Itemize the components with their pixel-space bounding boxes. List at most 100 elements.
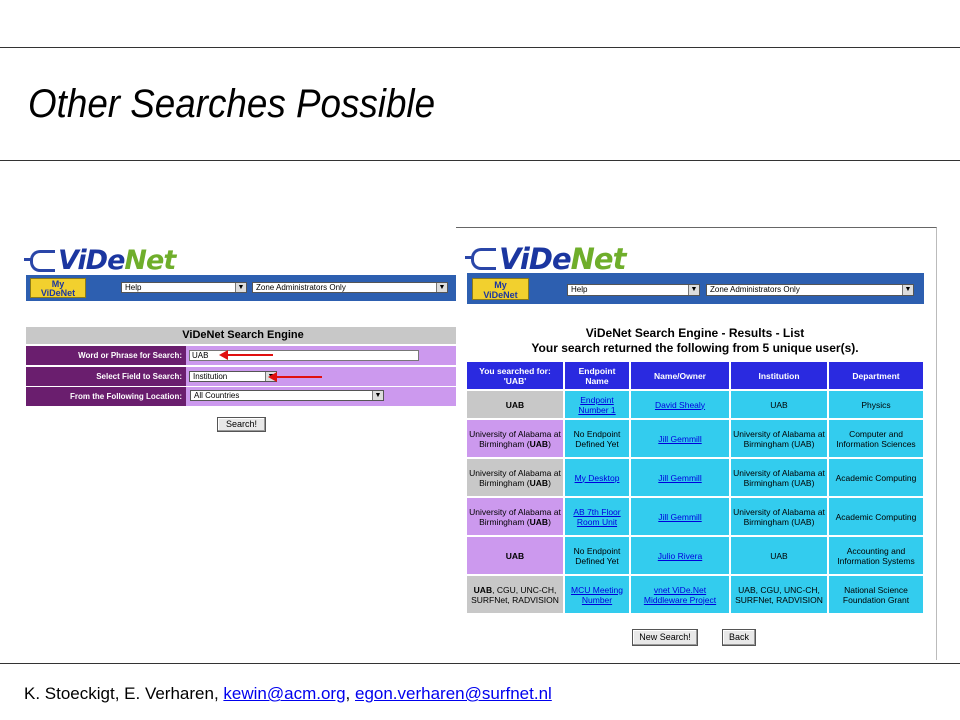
- cell-searched-for: University of Alabama at Birmingham (UAB…: [467, 459, 563, 496]
- zone-select[interactable]: Zone Administrators Only ▼: [706, 284, 914, 296]
- help-select[interactable]: Help ▼: [121, 282, 247, 293]
- email-link-egon[interactable]: egon.verharen@surfnet.nl: [354, 684, 552, 703]
- cell-owner: David Shealy: [631, 391, 729, 418]
- footer-rule: [0, 663, 960, 664]
- help-select-value: Help: [125, 283, 142, 292]
- new-search-button[interactable]: New Search!: [632, 629, 698, 646]
- table-row: University of Alabama at Birmingham (UAB…: [467, 498, 923, 535]
- owner-link[interactable]: Jill Gemmill: [658, 433, 702, 444]
- cell-endpoint: AB 7th Floor Room Unit: [565, 498, 629, 535]
- footer-authors: K. Stoeckigt, E. Verharen,: [24, 684, 224, 703]
- owner-link[interactable]: vnet ViDe.Net Middleware Project: [643, 584, 717, 605]
- field-select-cell: Institution▼: [186, 367, 460, 386]
- searched-text: University of Alabama at Birmingham (: [469, 467, 561, 488]
- searched-text: ): [548, 477, 551, 488]
- email-link-kewin[interactable]: kewin@acm.org: [223, 684, 346, 703]
- searched-match: UAB: [473, 584, 493, 595]
- cell-institution: UAB: [731, 391, 827, 418]
- footer-separator: ,: [345, 684, 355, 703]
- cell-endpoint: No Endpoint Defined Yet: [565, 537, 629, 574]
- column-header-owner: Name/Owner: [631, 362, 729, 389]
- zone-select-value: Zone Administrators Only: [710, 285, 800, 294]
- searched-match: UAB: [529, 516, 549, 527]
- my-videnet-label-2: ViDeNet: [483, 290, 518, 300]
- searched-match: UAB: [505, 550, 525, 561]
- endpoint-link[interactable]: My Desktop: [574, 472, 620, 483]
- cell-institution: University of Alabama at Birmingham (UAB…: [731, 498, 827, 535]
- cell-owner: Jill Gemmill: [631, 420, 729, 457]
- searched-text: ): [548, 438, 551, 449]
- cell-endpoint: Endpoint Number 1: [565, 391, 629, 418]
- endpoint-link[interactable]: AB 7th Floor Room Unit: [573, 506, 621, 527]
- owner-link[interactable]: Julio Rivera: [657, 550, 703, 561]
- searched-text: ): [548, 516, 551, 527]
- endpoint-link[interactable]: MCU Meeting Number: [571, 584, 623, 605]
- form-row-phrase: Word or Phrase for Search: UAB: [26, 346, 460, 365]
- cell-department: Academic Computing: [829, 459, 923, 496]
- phrase-field-cell: UAB: [186, 346, 460, 365]
- videnet-logo: ViDeNet: [24, 245, 176, 276]
- form-row-location: From the Following Location: All Countri…: [26, 387, 460, 406]
- cell-institution: University of Alabama at Birmingham (UAB…: [731, 420, 827, 457]
- results-table: You searched for: 'UAB' Endpoint Name Na…: [465, 360, 925, 615]
- logo-text-net: Net: [570, 242, 627, 276]
- cell-searched-for: UAB: [467, 537, 563, 574]
- searched-text: University of Alabama at Birmingham (: [469, 428, 561, 449]
- cell-searched-for: UAB, CGU, UNC-CH, SURFNet, RADVISION: [467, 576, 563, 613]
- help-select[interactable]: Help▼: [567, 284, 700, 296]
- red-arrow-icon: [268, 372, 322, 382]
- title-rule: [0, 160, 960, 161]
- field-select[interactable]: Institution▼: [189, 371, 277, 382]
- plug-icon: [465, 248, 496, 270]
- endpoint-text: No Endpoint Defined Yet: [573, 428, 621, 449]
- owner-link[interactable]: David Shealy: [654, 399, 706, 410]
- table-row: UAB, CGU, UNC-CH, SURFNet, RADVISION MCU …: [467, 576, 923, 613]
- phrase-input[interactable]: UAB: [189, 350, 419, 361]
- field-label: Select Field to Search:: [26, 367, 186, 386]
- table-row: UAB No Endpoint Defined Yet Julio Rivera UA…: [467, 537, 923, 574]
- red-arrow-icon: [219, 350, 273, 360]
- chevron-down-icon: ▼: [902, 285, 913, 295]
- my-videnet-label-2: ViDeNet: [40, 288, 76, 298]
- videnet-logo: ViDeNet: [465, 242, 627, 276]
- table-row: University of Alabama at Birmingham (UAB…: [467, 459, 923, 496]
- endpoint-link[interactable]: Endpoint Number 1: [578, 394, 616, 415]
- results-summary: Your search returned the following from …: [531, 341, 859, 355]
- top-rule: [0, 47, 960, 48]
- table-row: University of Alabama at Birmingham (UAB…: [467, 420, 923, 457]
- column-header-department: Department: [829, 362, 923, 389]
- chevron-down-icon: ▼: [436, 283, 447, 292]
- cell-endpoint: MCU Meeting Number: [565, 576, 629, 613]
- logo-text-net: Net: [124, 245, 176, 276]
- my-videnet-button[interactable]: My ViDeNet: [30, 278, 86, 298]
- field-select-value: Institution: [193, 372, 228, 381]
- owner-link[interactable]: Jill Gemmill: [658, 511, 702, 522]
- chevron-down-icon: ▼: [235, 283, 246, 292]
- cell-department: Academic Computing: [829, 498, 923, 535]
- slide-title: Other Searches Possible: [28, 82, 436, 126]
- footer: K. Stoeckigt, E. Verharen, kewin@acm.org…: [24, 684, 552, 704]
- cell-institution: UAB, CGU, UNC-CH, SURFNet, RADVISION: [731, 576, 827, 613]
- cell-endpoint: No Endpoint Defined Yet: [565, 420, 629, 457]
- logo-text-vide: ViDe: [58, 245, 125, 276]
- cell-searched-for: UAB: [467, 391, 563, 418]
- phrase-label: Word or Phrase for Search:: [26, 346, 186, 365]
- cell-institution: UAB: [731, 537, 827, 574]
- my-videnet-button[interactable]: My ViDeNet: [472, 278, 529, 300]
- cell-owner: Jill Gemmill: [631, 459, 729, 496]
- zone-select[interactable]: Zone Administrators Only▼: [252, 282, 448, 293]
- back-button[interactable]: Back: [722, 629, 756, 646]
- form-row-field: Select Field to Search: Institution▼: [26, 367, 460, 386]
- column-header-endpoint: Endpoint Name: [565, 362, 629, 389]
- my-videnet-label-1: My: [51, 279, 65, 289]
- search-button[interactable]: Search!: [217, 417, 266, 432]
- cell-institution: University of Alabama at Birmingham (UAB…: [731, 459, 827, 496]
- table-header-row: You searched for: 'UAB' Endpoint Name Na…: [467, 362, 923, 389]
- cell-searched-for: University of Alabama at Birmingham (UAB…: [467, 498, 563, 535]
- searched-text: University of Alabama at Birmingham (: [469, 506, 561, 527]
- cell-owner: Jill Gemmill: [631, 498, 729, 535]
- location-select[interactable]: All Countries▼: [190, 390, 384, 401]
- owner-link[interactable]: Jill Gemmill: [658, 472, 702, 483]
- location-label: From the Following Location:: [26, 387, 186, 406]
